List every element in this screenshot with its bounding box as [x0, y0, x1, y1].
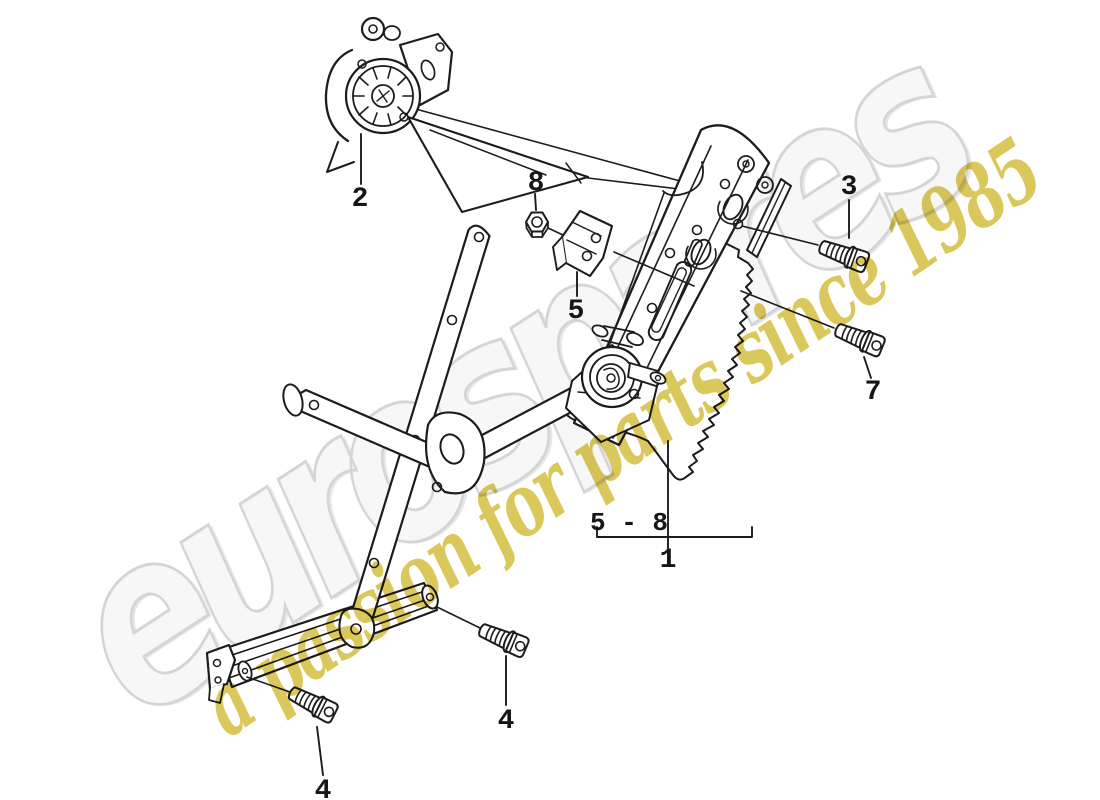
callout-bolt-bottom-left: 4: [315, 776, 332, 800]
bottom-guide-rail: [205, 581, 439, 704]
callout-bolt-top-right: 3: [841, 172, 858, 203]
callout-bolt-bottom-right: 4: [498, 706, 515, 737]
callout-assembly: 1: [660, 545, 677, 576]
callout-bracket: 5: [568, 296, 585, 327]
callouts: 2 8 5 3 7 4 4 1 5 - 8: [315, 133, 882, 800]
callout-nut: 8: [528, 168, 545, 199]
hex-nut: [525, 211, 549, 238]
bolt-bottom-right: [474, 618, 532, 660]
drive-hub: [565, 324, 667, 443]
connector-lines: [246, 225, 835, 693]
callout-bolt-mid-right: 7: [865, 377, 882, 408]
guide-strip: [746, 178, 792, 258]
callout-assembly-group-range: 5 - 8: [590, 508, 668, 538]
callout-motor: 2: [352, 184, 369, 215]
window-motor: [324, 16, 590, 214]
clamp-bracket: [552, 209, 614, 278]
